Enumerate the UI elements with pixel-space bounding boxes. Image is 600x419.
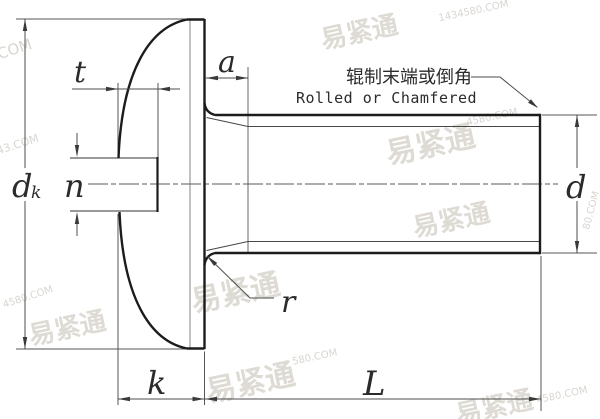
- head-outline: [117, 18, 206, 350]
- label-mask: [6, 168, 46, 201]
- thread-root-lines: [206, 117, 540, 251]
- label-slot-width-n: n: [64, 167, 85, 205]
- label-fillet-r: r: [281, 285, 297, 320]
- label-head-diameter-dk: d: [12, 167, 32, 205]
- label-length-L: L: [362, 364, 386, 404]
- annotation-english: Rolled or Chamfered: [296, 89, 477, 107]
- annotation-chinese: 辊制末端或倒角: [346, 67, 472, 88]
- label-mask: [561, 168, 591, 201]
- dimension-lines: [22, 19, 580, 402]
- label-runout-a: a: [218, 45, 236, 80]
- label-slot-depth-t: t: [74, 55, 87, 90]
- label-shank-diameter-d: d: [566, 168, 586, 206]
- slot-outline: [70, 157, 159, 212]
- label-head-height-k: k: [147, 364, 166, 402]
- extension-lines: [16, 18, 597, 411]
- label-head-diameter-dk-sub: k: [31, 183, 41, 203]
